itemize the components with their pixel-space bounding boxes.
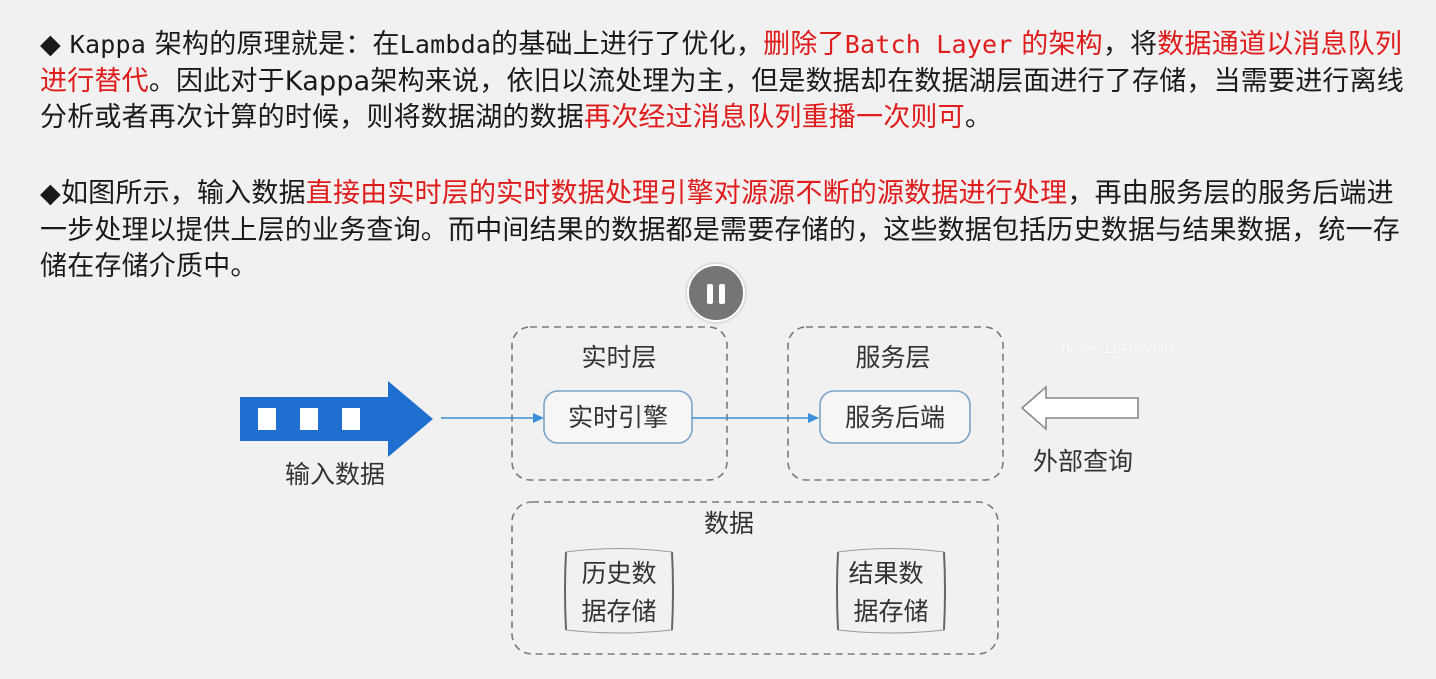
highlight-text: 删除了 [763,29,845,60]
history-storage-label-line2: 据存储 [581,597,656,626]
text-segment: 架构的原理就是：在 [146,29,400,60]
result-storage-label-line1: 结果数 [848,559,923,588]
highlight-text: 的架构 [1012,29,1103,60]
bullet-text: ◆ [40,29,70,60]
text-segment: 的基础上进行了优化， [491,29,764,60]
pause-icon [719,284,725,304]
result-storage-label-line2: 据存储 [853,597,928,626]
term-kappa: Kappa [69,30,147,59]
highlight-term-batch-layer: Batch Layer [844,30,1013,59]
result-storage-icon [836,548,946,634]
paragraph-diagram-explanation: ◆如图所示，输入数据直接由实时层的实时数据处理引擎对源源不断的源数据进行处理，再… [40,176,1410,286]
input-data-label: 输入数据 [285,460,385,489]
external-query-arrow-icon [1020,385,1139,431]
text-segment: ，再由服务层的服务后端进一步处理以提供上层的业务查询。而中间结果的数据都是需要存… [40,178,1400,282]
flow-arrow-icon [441,413,544,423]
service-backend-label: 服务后端 [845,403,945,432]
realtime-engine-box [543,390,693,444]
input-data-arrow-icon [240,381,433,457]
text-segment: ◆如图所示，输入数据 [40,178,306,209]
highlight-text: 数据通道以消息队列进行替代 [40,29,1403,97]
paragraph-kappa-principle: ◆ Kappa 架构的原理就是：在Lambda的基础上进行了优化，删除了Batc… [40,27,1410,137]
term-lambda: Lambda [399,30,492,59]
realtime-layer-box [511,326,728,481]
service-layer-box [787,326,1004,481]
history-storage-icon [564,548,674,634]
realtime-layer-title: 实时层 [581,343,656,372]
text-segment: ，将 [1102,29,1158,60]
pause-button[interactable] [687,264,745,322]
service-layer-title: 服务层 [855,343,930,372]
history-storage-label-line1: 历史数 [581,559,656,588]
highlight-text: 直接由实时层的实时数据处理引擎对源源不断的源数据进行处理 [305,178,1068,209]
text-segment: 。因此对于Kappa架构来说，依旧以流处理为主，但是数据却在数据湖层面进行了存储… [40,65,1405,134]
pause-icon [707,284,713,304]
realtime-engine-label: 实时引擎 [568,403,668,432]
data-layer-box [511,501,999,655]
flow-arrow-icon [692,413,819,423]
external-query-label: 外部查询 [1033,447,1133,476]
data-layer-title: 数据 [704,509,754,538]
highlight-text: 再次经过消息队列重播一次则可 [584,102,965,133]
service-backend-box [819,390,971,444]
watermark: dcces-113405945 [1062,340,1173,356]
text-segment: 。 [964,102,993,133]
